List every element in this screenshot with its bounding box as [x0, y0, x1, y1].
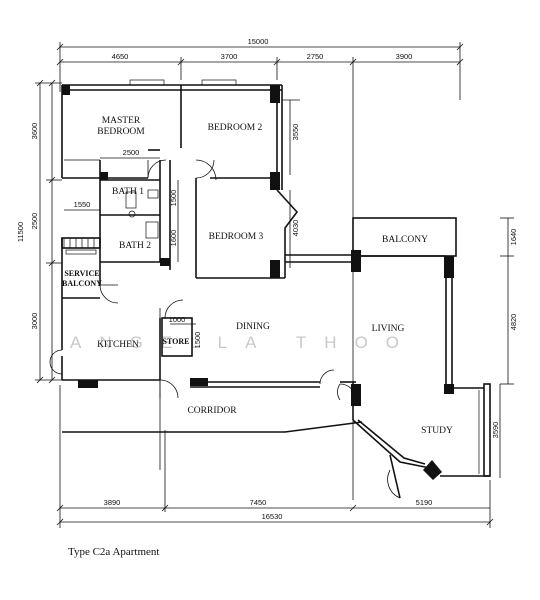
dim-bedroom3-height: 4030 — [291, 220, 300, 237]
bath1-label: BATH 1 — [112, 187, 144, 197]
dim-left-overall: 11500 — [16, 222, 25, 242]
door-swings — [49, 159, 401, 499]
dim-bedroom2-height: 3550 — [291, 124, 300, 141]
walls — [61, 84, 491, 499]
dim-top-4: 3900 — [396, 52, 413, 61]
bedroom3-label: BEDROOM 3 — [209, 232, 264, 242]
dimension-ticks — [36, 43, 494, 526]
windows — [64, 79, 480, 474]
dim-bottom-1: 3890 — [104, 498, 121, 507]
plan-caption: Type C2a Apartment — [68, 546, 160, 558]
dim-bath-width: 2500 — [123, 148, 140, 157]
dim-bottom-2: 7450 — [250, 498, 267, 507]
dim-left-1: 3600 — [30, 123, 39, 140]
dim-top-3: 2750 — [307, 52, 324, 61]
bath2-label: BATH 2 — [119, 241, 151, 251]
dim-study-height: 3590 — [491, 422, 500, 439]
service-balcony-label-line1: SERVICE — [64, 269, 99, 278]
dim-store-height: 1500 — [193, 332, 202, 349]
bedroom2-label: BEDROOM 2 — [208, 123, 263, 133]
dim-left-3: 3000 — [30, 313, 39, 330]
master-bedroom-label-line1: MASTER — [102, 116, 141, 126]
dim-bath-sub: 1550 — [74, 200, 91, 209]
dim-left-2: 2500 — [30, 213, 39, 230]
dim-overall-top: 15000 — [248, 37, 269, 46]
dim-bottom-3: 5190 — [416, 498, 433, 507]
kitchen-label: KITCHEN — [97, 340, 139, 350]
service-balcony-label-line2: BALCONY — [62, 279, 102, 288]
dimension-lines — [35, 42, 514, 528]
dim-living-height: 4820 — [509, 314, 518, 331]
store-label: STORE — [163, 337, 190, 346]
balcony-label: BALCONY — [382, 235, 428, 245]
corridor-label: CORRIDOR — [187, 406, 237, 416]
dim-top-2: 3700 — [221, 52, 238, 61]
dim-bath1-height: 1500 — [169, 190, 178, 207]
dim-balcony-height: 1640 — [509, 229, 518, 246]
study-label: STUDY — [421, 426, 453, 436]
watermark: ANGELLA THOO — [70, 333, 417, 352]
master-bedroom-label-line2: BEDROOM — [97, 127, 145, 137]
dim-store-width: 1000 — [169, 315, 186, 324]
dim-top-1: 4650 — [112, 52, 129, 61]
dim-overall-bottom: 16530 — [262, 512, 283, 521]
dim-bath2-height: 1600 — [169, 230, 178, 247]
living-label: LIVING — [372, 324, 405, 334]
dining-label: DINING — [236, 322, 270, 332]
columns — [62, 85, 454, 480]
bath-fixtures — [63, 189, 159, 255]
